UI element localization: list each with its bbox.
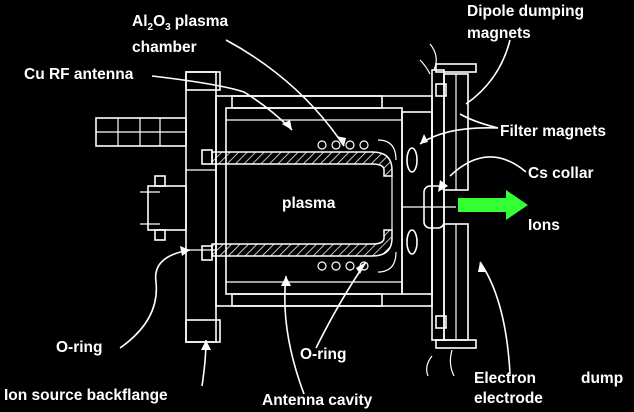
leader-lines <box>119 39 527 395</box>
backflange-seal-top <box>201 149 213 165</box>
leader-cs-collar <box>449 156 527 177</box>
plasma-electrode <box>431 69 445 341</box>
gas-feed <box>95 117 187 241</box>
backflange-foot <box>185 319 221 343</box>
chamber-wall-top <box>211 151 393 177</box>
wire-top <box>429 43 437 71</box>
backflange-seal-bottom <box>201 245 213 261</box>
label-cu-rf-antenna: Cu RF antenna <box>24 66 134 83</box>
leader-electron-dump <box>479 261 511 375</box>
label-dipole-1: Dipole dumping <box>467 3 584 20</box>
label-ions: Ions <box>528 217 560 234</box>
label-dipole-2: magnets <box>467 25 531 42</box>
leader-filter-1 <box>459 113 499 129</box>
backflange <box>185 71 221 343</box>
label-antenna-cavity: Antenna cavity <box>262 392 373 409</box>
leader-dipole <box>465 39 511 105</box>
side-connector <box>147 185 187 231</box>
backflange-plate <box>185 71 217 343</box>
wire-bottom <box>426 355 433 377</box>
label-electron-dump: dump <box>581 370 623 387</box>
ions-arrow <box>458 190 528 220</box>
label-plasma: plasma <box>282 195 336 212</box>
label-o-ring-left: O-ring <box>56 339 103 356</box>
leader-cu-antenna <box>151 75 293 131</box>
label-chamber: chamber <box>132 39 197 56</box>
label-filter-magnets: Filter magnets <box>500 123 606 140</box>
chamber-wall-bottom <box>211 229 393 257</box>
leader-o-ring-bottom <box>315 261 367 349</box>
leader-antenna-cavity <box>284 275 305 395</box>
label-cs-collar: Cs collar <box>528 165 593 182</box>
coil-bottom-1 <box>317 261 327 271</box>
label-o-ring-bottom: O-ring <box>300 346 347 363</box>
label-ion-source-backflange: Ion source backflange <box>4 387 168 404</box>
front-flange <box>401 43 477 377</box>
label-electron-2: electrode <box>474 390 543 407</box>
al2o3-chamber <box>211 151 393 257</box>
o-ring-upper <box>406 147 418 173</box>
leader-al2o3 <box>225 39 345 147</box>
label-electron-1: Electron <box>474 370 536 387</box>
leader-o-ring-left <box>119 249 191 349</box>
o-ring-lower <box>406 229 418 255</box>
